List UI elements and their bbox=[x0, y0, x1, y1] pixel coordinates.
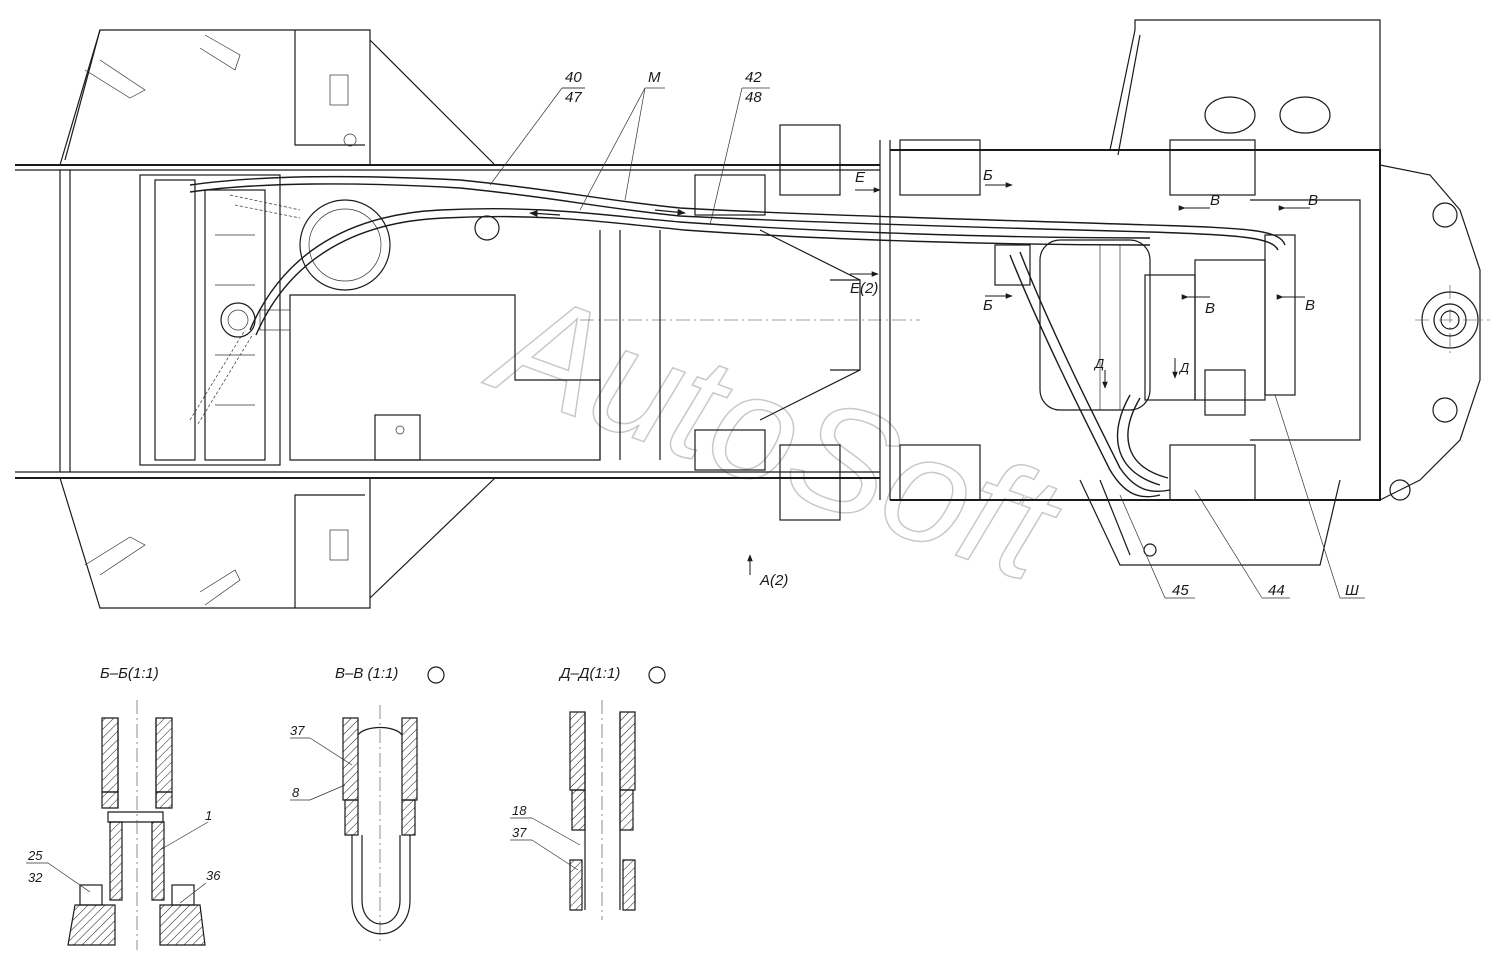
chassis-frame bbox=[15, 19, 1490, 609]
mark-B-top: Б bbox=[983, 167, 993, 184]
callout-45: 45 bbox=[1172, 582, 1189, 599]
callout-40: 40 bbox=[565, 69, 582, 86]
callout-leaders bbox=[489, 87, 1365, 599]
dd-label-37: 37 bbox=[512, 825, 527, 840]
mark-E: E bbox=[855, 169, 866, 186]
bb-label-32: 32 bbox=[28, 870, 43, 885]
vv-label-37: 37 bbox=[290, 723, 305, 738]
section-VV-title: В–В (1:1) bbox=[335, 665, 398, 682]
mark-V-mid: В bbox=[1205, 300, 1215, 317]
view-A2: A(2) bbox=[759, 572, 788, 589]
mark-D-2: Д bbox=[1178, 360, 1189, 375]
callouts: 40 47 M 42 48 45 44 Ш bbox=[562, 69, 1359, 599]
mark-V-top: В bbox=[1210, 192, 1220, 209]
radiator bbox=[139, 174, 291, 466]
vv-label-8: 8 bbox=[292, 785, 300, 800]
mark-D-1: Д bbox=[1093, 356, 1104, 371]
section-BB: Б–Б(1:1) 1 25 32 36 bbox=[26, 665, 221, 950]
mounts bbox=[374, 124, 1256, 521]
callout-M: M bbox=[648, 69, 661, 86]
tank-flange bbox=[299, 199, 500, 291]
section-DD-title: Д–Д(1:1) bbox=[558, 665, 620, 682]
mark-V-top2: В bbox=[1308, 192, 1318, 209]
callout-48: 48 bbox=[745, 89, 762, 106]
hydraulic-hoses bbox=[189, 176, 1286, 498]
callout-47: 47 bbox=[565, 89, 582, 106]
bb-label-36: 36 bbox=[206, 868, 221, 883]
bb-label-25: 25 bbox=[27, 848, 43, 863]
section-marks: E E(2) Б Б В В В В Д Д A(2) bbox=[747, 167, 1318, 589]
mark-V-right: В bbox=[1305, 297, 1315, 314]
bb-label-1: 1 bbox=[205, 808, 212, 823]
mark-E2: E(2) bbox=[850, 280, 878, 297]
mark-B-left: Б bbox=[983, 297, 993, 314]
callout-Sh: Ш bbox=[1345, 582, 1359, 599]
section-VV: В–В (1:1) 37 8 bbox=[290, 665, 445, 945]
section-BB-title: Б–Б(1:1) bbox=[100, 665, 159, 682]
callout-44: 44 bbox=[1268, 582, 1285, 599]
dd-label-18: 18 bbox=[512, 803, 527, 818]
section-DD: Д–Д(1:1) 18 37 bbox=[510, 665, 666, 920]
callout-42: 42 bbox=[745, 69, 762, 86]
